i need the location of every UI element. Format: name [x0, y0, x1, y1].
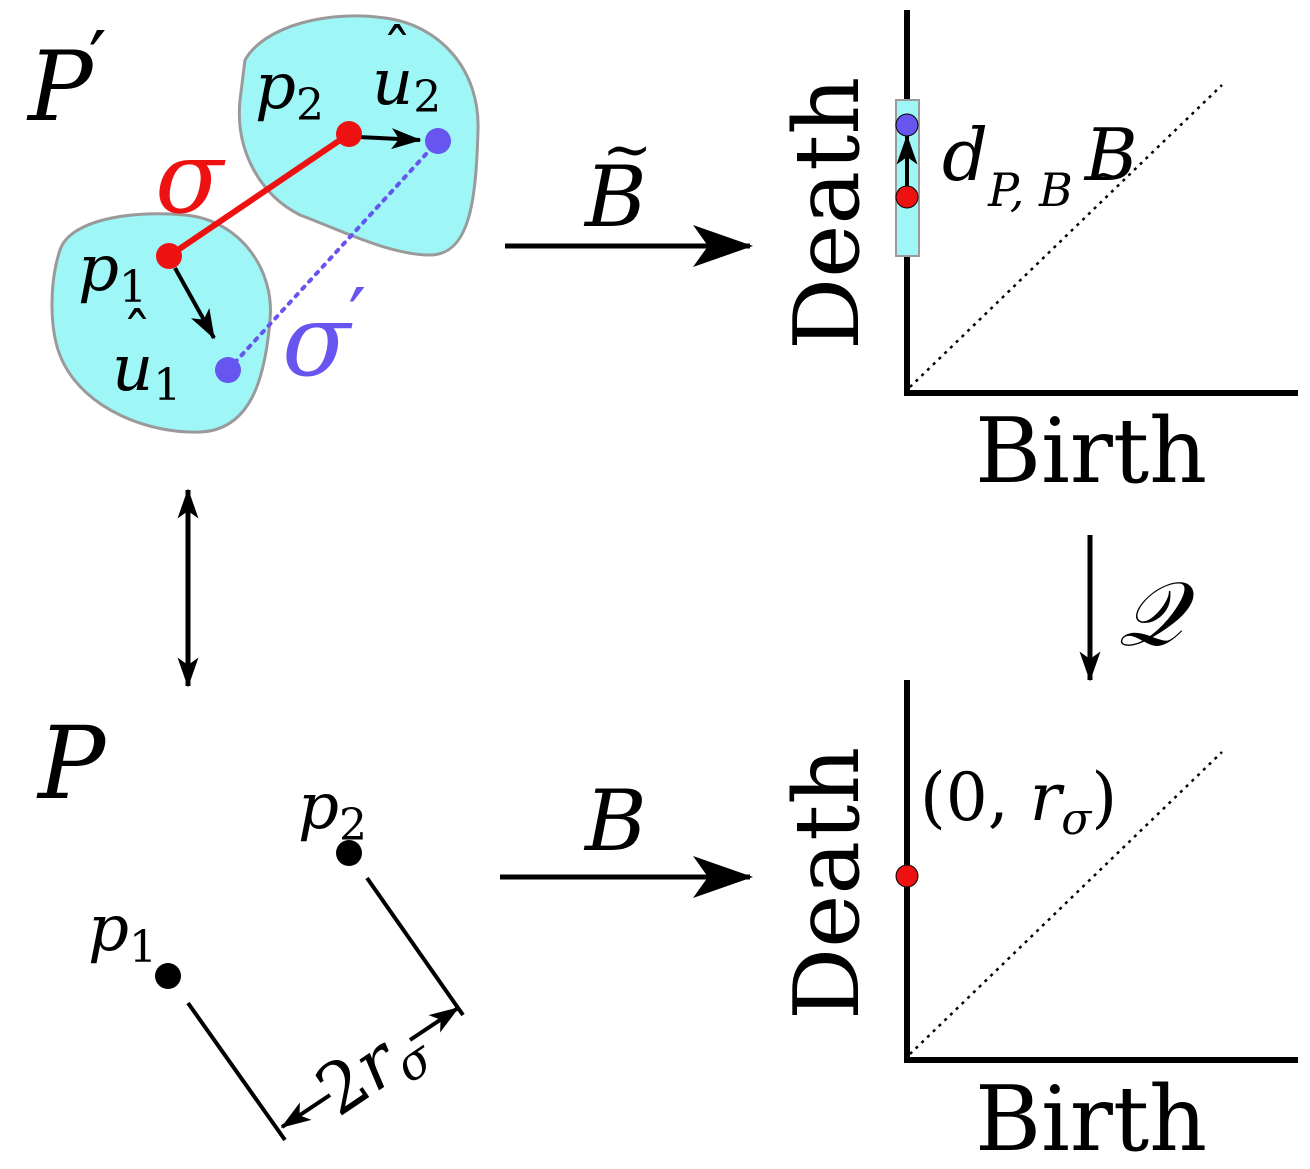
bottom-map-label: B [583, 772, 647, 870]
sigma-label: σ [155, 119, 226, 236]
dimension-arrow-left [280, 1093, 332, 1129]
bottom-point-label: (0, rσ) [920, 759, 1117, 845]
top-red-point [895, 185, 919, 209]
u2-label: u2 [372, 46, 441, 123]
bottom-ylabel: Death [775, 747, 880, 1020]
shift-sub-tilde: ~ [1093, 155, 1123, 196]
dimension-extension-p2 [365, 876, 465, 1017]
sigma-edge [167, 131, 351, 259]
set-label-p-prime: P′ [26, 14, 107, 143]
top-ylabel: Death [775, 77, 880, 350]
u2-point [425, 128, 451, 154]
p1-point [156, 243, 182, 269]
sigma-prime-edge [226, 139, 440, 372]
blob-p1 [50, 212, 272, 434]
sigma-prime-label: σ′ [282, 271, 366, 399]
quantize-label: 𝒬 [1118, 562, 1195, 667]
bottom-red-point [895, 864, 919, 888]
bottom-p2-point [336, 840, 362, 866]
top-diagonal [909, 84, 1223, 388]
p1-label: p1 [78, 232, 147, 313]
top-blue-point [895, 113, 919, 137]
u1-point [215, 357, 241, 383]
bottom-p2-label: p2 [298, 770, 367, 851]
p2-point [336, 121, 362, 147]
bottom-xlabel: Birth [975, 1067, 1207, 1169]
bottom-p1-label: p1 [88, 892, 157, 973]
top-map-tilde: ~ [602, 115, 652, 185]
u2-arrow [357, 128, 422, 150]
dimension-extension-p1 [186, 1001, 287, 1142]
u1-arrow [173, 267, 216, 340]
bottom-map-arrow: B [500, 772, 753, 898]
dimension-arrow-right [408, 1006, 460, 1042]
bottom-p1-point [155, 963, 181, 989]
quantize-arrow: 𝒬 [1079, 535, 1195, 682]
bottom-persistence-diagram: (0, rσ) Death Birth [775, 680, 1298, 1169]
p2-label: p2 [255, 50, 324, 131]
top-map-arrow: B ~ [505, 115, 753, 267]
distance-label: 2rσ [302, 1001, 445, 1137]
bottom-left-panel: P p2 p1 2rσ [36, 705, 465, 1142]
top-map-label: B [583, 148, 647, 246]
bottom-diagonal [909, 751, 1223, 1055]
u2-hat: ˆ [382, 17, 412, 87]
u1-label: u1 [112, 332, 181, 411]
top-left-panel: P′ p2 u2 ˆ p1 u1 ˆ σ σ′ [26, 14, 480, 434]
u1-hat: ˆ [122, 301, 152, 371]
set-label-p: P [36, 705, 107, 822]
top-xlabel: Birth [975, 399, 1207, 504]
